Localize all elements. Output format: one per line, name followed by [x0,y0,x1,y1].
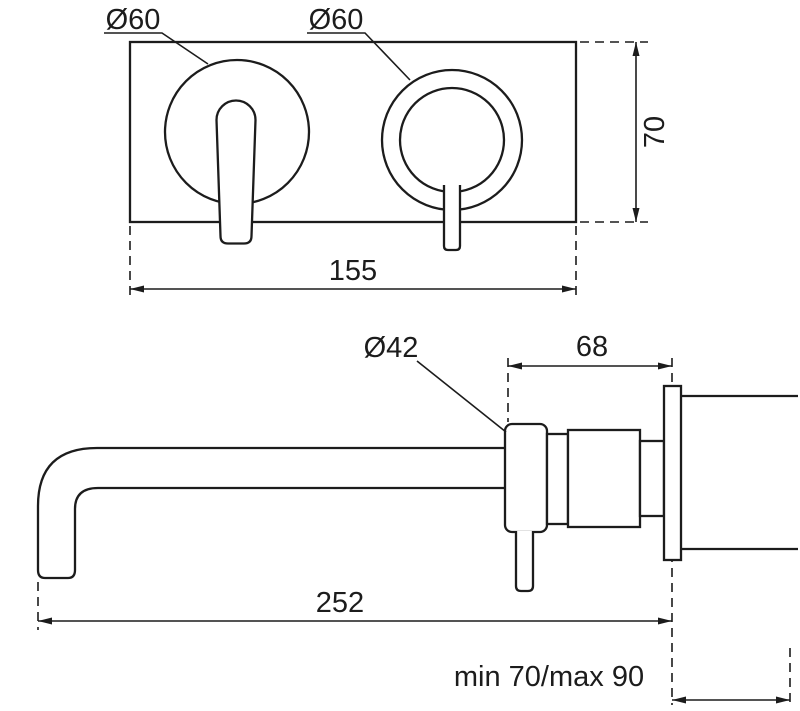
arrowhead [658,362,672,370]
plate-width-label: 155 [329,255,377,287]
arrowhead [562,285,576,293]
arrowhead [658,617,672,625]
handle-diameter-label: Ø60 [106,4,161,36]
handle-lever [215,99,257,245]
body-diameter-label: Ø42 [364,332,419,364]
spout-diameter-leader-line [307,32,411,81]
wall-plate [128,40,578,224]
arrowhead [776,696,790,704]
spout-reach-label: 252 [316,587,364,619]
body-connector [638,439,666,518]
wall-thickness-label: min 70/max 90 [454,661,644,693]
wall-flange [662,384,683,562]
handle-stem-side-view [514,531,535,593]
arrowhead [672,696,686,704]
arrowhead [632,42,640,56]
top-view: Ø60 Ø60 70 155 [104,4,671,298]
body-diameter-leader-line [416,360,507,433]
mixer-body [503,422,549,534]
arrowhead [130,285,144,293]
body-neck [545,432,570,526]
side-view: Ø42 68 252 min 70/max 90 [36,331,798,706]
drawing-root: Ø60 Ø60 70 155 [36,4,798,706]
spout-side-view [36,446,505,580]
handle-diameter-leader-line [104,32,209,65]
arrowhead [38,617,52,625]
plate-height-label: 70 [639,116,671,148]
arrowhead [508,362,522,370]
concealed-body-block [566,428,642,529]
spout-diameter-label: Ø60 [309,4,364,36]
arrowhead [632,208,640,222]
body-depth-label: 68 [576,331,608,363]
spout-outlet-top-view [442,185,462,252]
